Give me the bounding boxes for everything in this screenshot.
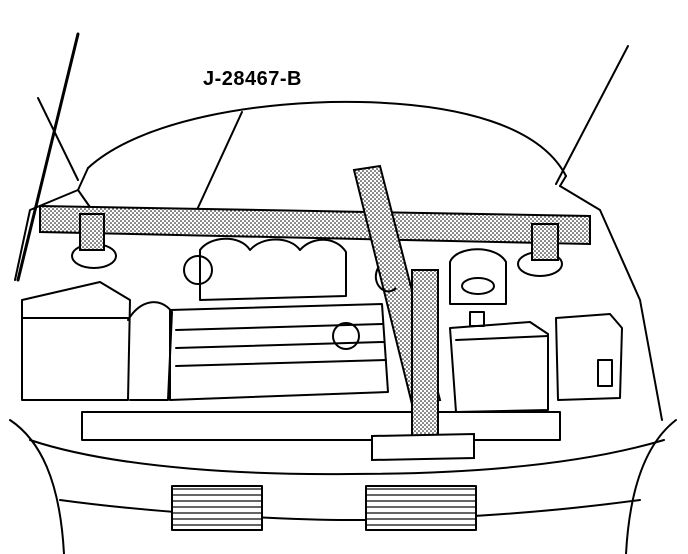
- hood-hinge-arm-left: [37, 97, 79, 181]
- support-fixture-base-plate: [371, 432, 475, 462]
- hood-edge-left: [77, 167, 89, 191]
- battery-terminal: [469, 311, 485, 327]
- fuse-box-tab: [597, 359, 613, 387]
- throttle-body: [183, 255, 213, 285]
- front-fascia-lower: [59, 499, 641, 521]
- valve-cover-rib-2: [175, 341, 385, 349]
- fuse-box: [555, 313, 623, 401]
- left-fender: [14, 189, 93, 281]
- support-fixture-left-foot: [79, 213, 105, 251]
- support-fixture-vertical-post: [411, 269, 439, 441]
- air-cleaner-box: [21, 281, 131, 401]
- tool-callout-label: J-28467-B: [203, 68, 303, 90]
- coolant-reservoir: [449, 248, 507, 305]
- callout-leader-line: [195, 111, 243, 213]
- oil-filler-cap: [332, 322, 360, 350]
- valve-cover: [169, 303, 389, 401]
- support-fixture-hook: [375, 267, 397, 293]
- left-wheel-arch: [9, 419, 65, 554]
- grille-vent-right: [365, 485, 477, 531]
- front-fascia: [29, 439, 665, 476]
- right-fender: [559, 185, 663, 421]
- right-wheel-arch: [625, 419, 677, 554]
- intake-manifold: [199, 237, 347, 301]
- support-fixture-right-foot: [531, 223, 559, 261]
- valve-cover-rib-1: [175, 323, 383, 331]
- hood-strut-left: [16, 32, 80, 282]
- radiator-support: [81, 411, 561, 441]
- grille-vent-left: [171, 485, 263, 531]
- battery-top-edge: [455, 335, 549, 341]
- hood-edge-right: [559, 175, 567, 187]
- support-fixture-crossbar: [39, 204, 591, 246]
- intake-duct: [127, 301, 173, 401]
- reservoir-cap: [461, 277, 495, 295]
- open-hood: [87, 100, 567, 177]
- battery: [449, 321, 549, 413]
- hood-hinge-arm-right: [555, 45, 629, 185]
- valve-cover-rib-3: [175, 359, 387, 367]
